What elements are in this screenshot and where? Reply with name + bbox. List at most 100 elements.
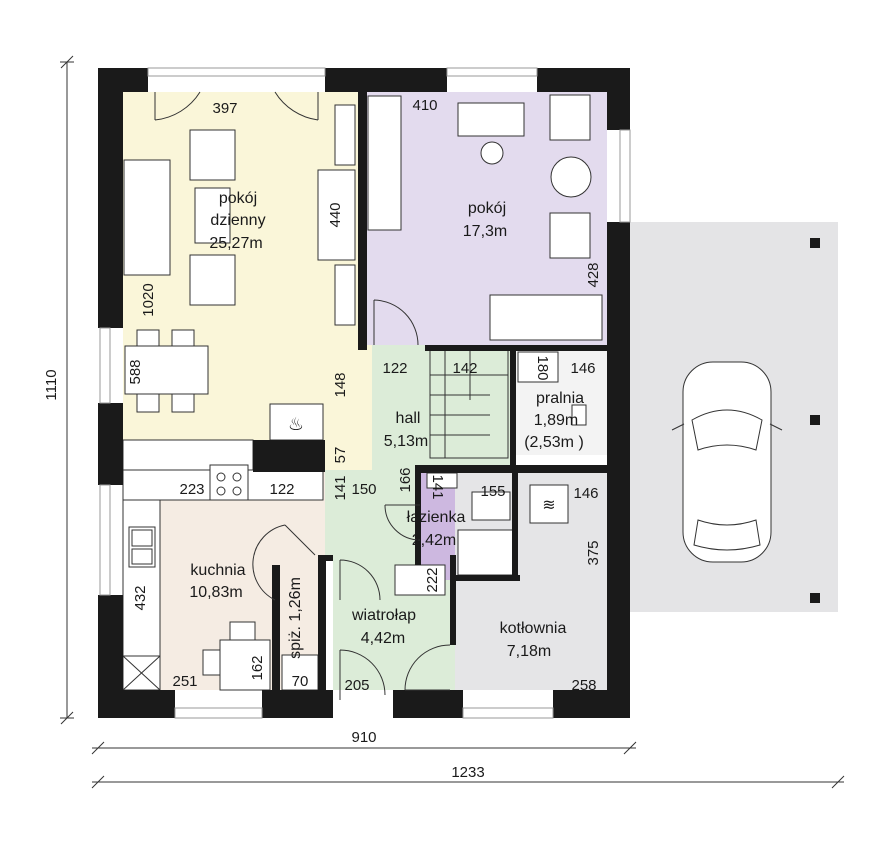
svg-text:♨: ♨	[288, 414, 304, 434]
total-width: 1233	[451, 764, 484, 781]
laundry-area: 1,89m	[534, 412, 578, 429]
armchair-icon	[189, 254, 236, 306]
house-width: 910	[351, 729, 376, 746]
terrace-door[interactable]	[274, 91, 319, 121]
coffee-table-icon	[194, 187, 231, 244]
kitchen-table-icon	[202, 621, 271, 691]
dimension: 146	[570, 360, 595, 377]
fireplace-icon: ♨	[269, 403, 324, 441]
dimension: 432	[132, 585, 149, 610]
pantry-shelf	[281, 654, 319, 691]
round-table-icon	[550, 156, 592, 198]
window	[446, 67, 538, 77]
dimension: 141	[429, 474, 446, 499]
sofa-icon	[123, 159, 171, 276]
dimension: 428	[585, 262, 602, 287]
hall-area: 5,13m	[384, 433, 428, 450]
window	[174, 707, 263, 719]
shower-icon	[457, 529, 514, 576]
dimension: 180	[534, 355, 551, 380]
window	[147, 67, 326, 77]
armchair-icon	[549, 94, 591, 141]
fridge-icon	[122, 655, 161, 691]
walls	[98, 68, 630, 718]
living-room-name: pokój	[219, 190, 257, 207]
boiler-room-door[interactable]	[404, 644, 451, 691]
terrace-door[interactable]	[154, 91, 201, 121]
dimension: 150	[351, 481, 376, 498]
dimension: 162	[249, 655, 266, 680]
living-room-area: 25,27m	[209, 235, 262, 252]
dimension-line-house-width	[91, 741, 637, 755]
dimension: 166	[397, 467, 414, 492]
bathroom-area: 2,42m	[412, 532, 456, 549]
dimension: 122	[269, 481, 294, 498]
vestibule-area: 4,42m	[361, 630, 405, 647]
washbasin-icon	[571, 404, 587, 426]
boiler-room-name: kotłownia	[500, 620, 567, 637]
bathroom-name: łazienka	[407, 509, 466, 526]
window	[99, 327, 111, 404]
chimney	[253, 440, 325, 472]
armchair-icon	[189, 129, 236, 181]
dimension: 148	[332, 372, 349, 397]
bedroom-area: 17,3m	[463, 223, 507, 240]
dimension: 141	[332, 475, 349, 500]
dimension: 142	[452, 360, 477, 377]
wardrobe-icon	[367, 95, 402, 231]
entrance-door[interactable]	[339, 649, 386, 700]
bedroom-name: pokój	[468, 200, 506, 217]
dimension: 223	[179, 481, 204, 498]
dimension: 205	[344, 677, 369, 694]
dimension: 222	[424, 567, 441, 592]
dimension: 258	[571, 677, 596, 694]
kitchen-door[interactable]	[252, 524, 316, 601]
carport-post	[810, 593, 820, 603]
dimension: 440	[327, 202, 344, 227]
boiler-icon	[529, 484, 569, 524]
vestibule-name: wiatrołap	[351, 607, 416, 624]
dimension: 155	[480, 483, 505, 500]
dimension-line-total-width	[91, 775, 845, 789]
bathroom-door[interactable]	[384, 504, 421, 541]
laundry-name: pralnia	[536, 390, 584, 407]
shelf-icon	[334, 264, 356, 326]
shelf-icon	[334, 104, 356, 166]
toilet-icon	[471, 491, 511, 521]
dimension: 375	[585, 540, 602, 565]
dimension: 70	[292, 673, 309, 690]
overall-height: 1110	[43, 369, 60, 400]
dimension: 251	[172, 673, 197, 690]
desk-icon	[457, 102, 525, 137]
heat-icon: ≋	[542, 497, 555, 514]
tv-cabinet-icon	[317, 169, 356, 261]
pantry-name: spiż. 1,26m	[287, 577, 304, 659]
living-room-name: dzienny	[210, 212, 265, 229]
dimension: 588	[127, 359, 144, 384]
kitchen-name: kuchnia	[190, 562, 245, 579]
boiler-room-area: 7,18m	[507, 643, 551, 660]
dimension-line-height	[60, 55, 74, 725]
bedroom-door[interactable]	[373, 299, 419, 346]
bed-icon	[489, 294, 603, 341]
vestibule-door[interactable]	[339, 559, 381, 601]
dimension: 397	[212, 100, 237, 117]
hall-name: hall	[396, 410, 421, 427]
carport-post	[810, 238, 820, 248]
chair-icon	[480, 141, 504, 165]
dimension: 57	[332, 447, 349, 464]
carport-post	[810, 415, 820, 425]
window	[462, 707, 554, 719]
dimension: 1020	[140, 283, 157, 316]
laundry-area-total: (2,53m )	[524, 434, 584, 451]
dining-table-icon	[124, 329, 209, 413]
toilet-icon	[517, 351, 559, 383]
dimension: 122	[382, 360, 407, 377]
kitchen-area: 10,83m	[189, 584, 242, 601]
car-icon	[671, 361, 783, 563]
stove-icon	[209, 464, 249, 501]
window	[99, 484, 111, 596]
sink-icon	[128, 526, 156, 568]
dimension: 410	[412, 97, 437, 114]
